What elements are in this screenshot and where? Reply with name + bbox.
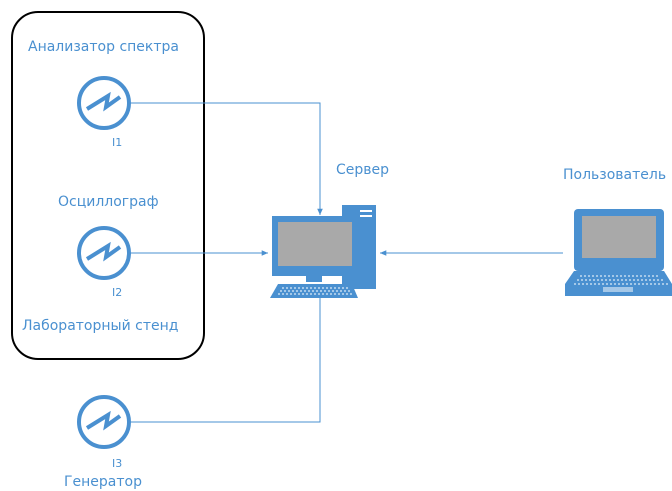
device-label-spectrum-analyzer: Анализатор спектра [28, 39, 179, 55]
instrument-icon-i3 [77, 395, 131, 449]
connector-i3-server [130, 290, 323, 423]
device-id-i3: I3 [112, 457, 123, 470]
instrument-icon-i1 [77, 76, 131, 130]
device-id-i2: I2 [112, 286, 123, 299]
device-label-generator: Генератор [64, 474, 142, 490]
lab-stand-label: Лабораторный стенд [22, 318, 179, 334]
lab-stand-box [11, 11, 205, 360]
connector-i1-server [130, 102, 323, 215]
desktop-computer-icon [270, 205, 376, 298]
device-id-i1: I1 [112, 136, 123, 149]
instrument-icon-i2 [77, 226, 131, 280]
device-label-oscilloscope: Осциллограф [58, 194, 159, 210]
server-label: Сервер [336, 162, 390, 178]
user-label: Пользователь [563, 167, 667, 183]
laptop-icon [565, 209, 672, 296]
